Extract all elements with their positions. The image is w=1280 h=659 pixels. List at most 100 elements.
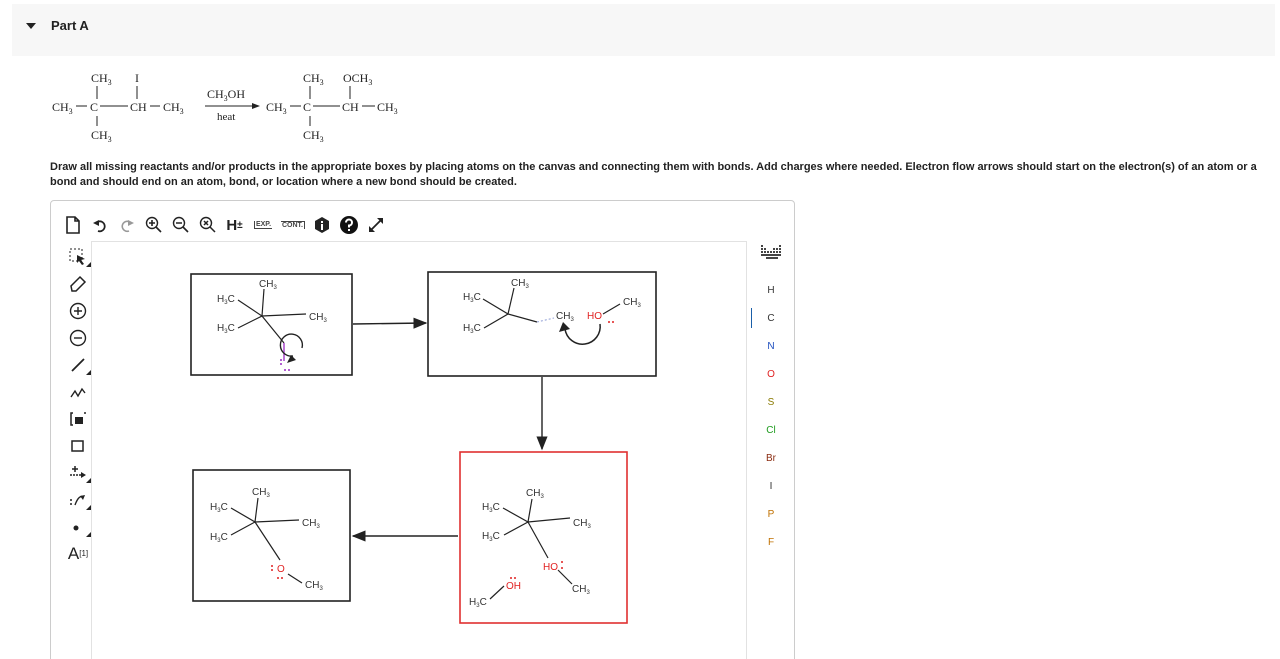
periodic-table-icon[interactable] — [761, 245, 781, 259]
svg-text:CH3: CH3 — [573, 518, 591, 530]
element-button-o[interactable]: O — [767, 368, 775, 380]
svg-text:CH3: CH3 — [163, 100, 184, 116]
box-2[interactable] — [427, 271, 657, 377]
reaction-scheme: CH3 I CH3 C CH CH3 CH3 CH3OH heat CH3 OC… — [52, 71, 398, 144]
svg-text:CH3OH: CH3OH — [207, 87, 245, 103]
svg-text:CH3: CH3 — [526, 488, 544, 500]
svg-text:CH3: CH3 — [91, 71, 112, 87]
reactant-main-c: C — [90, 100, 98, 114]
svg-text:H3C: H3C — [469, 597, 487, 609]
svg-text:CH3: CH3 — [52, 100, 73, 116]
zoom-out-icon[interactable] — [167, 213, 194, 237]
electron-flow-arrow-icon[interactable] — [63, 486, 93, 513]
collapse-triangle-icon[interactable] — [26, 23, 36, 29]
part-header[interactable]: Part A — [12, 4, 1275, 56]
element-button-n[interactable]: N — [767, 340, 775, 352]
rectangle-shape-icon[interactable] — [63, 432, 93, 459]
svg-text:HO: HO — [543, 562, 558, 573]
svg-text:HO: HO — [587, 311, 602, 322]
top-toolbar: H± EXP. CONT. — [59, 213, 389, 237]
svg-text:CH3: CH3 — [302, 518, 320, 530]
svg-text:OH: OH — [506, 581, 521, 592]
product-main-right: CH — [377, 100, 394, 114]
element-button-p[interactable]: P — [767, 508, 775, 520]
svg-text:CH3: CH3 — [556, 311, 574, 323]
new-document-icon[interactable] — [59, 213, 86, 237]
product-top-left: CH — [303, 71, 320, 85]
element-button-h[interactable]: H — [767, 284, 775, 296]
zoom-in-icon[interactable] — [140, 213, 167, 237]
svg-text:OCH3: OCH3 — [343, 71, 372, 87]
atom-label-tool[interactable]: A[1] — [67, 543, 89, 563]
element-button-cl[interactable]: Cl — [766, 424, 776, 436]
reactant-bottom: CH — [91, 128, 108, 142]
reagent-below: heat — [217, 111, 235, 123]
drawing-canvas[interactable]: CH3 H3C H3C CH3 CH3 H3C H3C CH3 HO CH3 — [91, 241, 747, 659]
svg-text:CH3: CH3 — [623, 297, 641, 309]
part-title: Part A — [51, 18, 89, 33]
product-main-c: C — [303, 100, 311, 114]
expand-button[interactable]: EXP. — [253, 221, 273, 229]
svg-text:CH3: CH3 — [309, 312, 327, 324]
element-button-br[interactable]: Br — [766, 452, 776, 464]
svg-text:H3C: H3C — [210, 502, 228, 514]
box-1[interactable] — [190, 273, 353, 376]
info-icon[interactable] — [308, 213, 335, 237]
template-bracket-icon[interactable] — [63, 405, 93, 432]
product-main-ch: CH — [342, 100, 359, 114]
element-button-s[interactable]: S — [767, 396, 775, 408]
svg-text:CH3: CH3 — [91, 128, 112, 144]
mechanism-drawing: CH3 H3C H3C CH3 CH3 H3C H3C CH3 HO CH3 — [190, 271, 657, 624]
explicit-hydrogens-button[interactable]: H± — [226, 216, 243, 234]
zoom-reset-icon[interactable] — [194, 213, 221, 237]
svg-text:H3C: H3C — [463, 323, 481, 335]
left-toolbar: A[1] — [63, 243, 93, 567]
reactant-iodine: I — [135, 71, 139, 85]
selection-tool-icon[interactable] — [63, 243, 93, 270]
reagent-above: CH — [207, 87, 224, 101]
svg-text:CH3: CH3 — [572, 584, 590, 596]
element-button-c[interactable]: C — [751, 304, 791, 332]
negative-charge-icon[interactable] — [63, 324, 93, 351]
svg-text:CH3: CH3 — [305, 580, 323, 592]
svg-text:CH3: CH3 — [303, 128, 324, 144]
svg-text:H3C: H3C — [210, 532, 228, 544]
element-button-i[interactable]: I — [769, 480, 773, 492]
svg-text:H3C: H3C — [217, 294, 235, 306]
svg-text:H3C: H3C — [482, 502, 500, 514]
instructions-text: Draw all missing reactants and/or produc… — [50, 161, 1257, 188]
product-main-left: CH — [266, 100, 283, 114]
element-button-f[interactable]: F — [767, 536, 775, 548]
reactant-main-left: CH — [52, 100, 69, 114]
molecule-editor: H± EXP. CONT. — [50, 200, 795, 659]
svg-text:CH3: CH3 — [252, 487, 270, 499]
svg-text:CH3: CH3 — [377, 100, 398, 116]
eraser-icon[interactable] — [63, 270, 93, 297]
reactant-top-left: CH — [91, 71, 108, 85]
fullscreen-icon[interactable] — [362, 213, 389, 237]
positive-charge-icon[interactable] — [63, 297, 93, 324]
box-3[interactable] — [459, 451, 628, 624]
svg-text:CH3: CH3 — [266, 100, 287, 116]
reaction-arrow-icon[interactable] — [63, 459, 93, 486]
svg-text:CH3: CH3 — [303, 71, 324, 87]
chain-tool-icon[interactable] — [63, 378, 93, 405]
redo-icon[interactable] — [113, 213, 140, 237]
reactant-main-right: CH — [163, 100, 180, 114]
undo-icon[interactable] — [86, 213, 113, 237]
radical-dot-icon[interactable] — [63, 513, 93, 540]
contract-button[interactable]: CONT. — [281, 221, 305, 229]
svg-text:H3C: H3C — [217, 323, 235, 335]
product-top-right: OCH — [343, 71, 369, 85]
help-icon[interactable] — [335, 213, 362, 237]
svg-text:O: O — [277, 564, 285, 575]
box-4[interactable] — [192, 469, 351, 602]
reactant-main-ch: CH — [130, 100, 147, 114]
svg-text:H3C: H3C — [463, 292, 481, 304]
svg-text:H3C: H3C — [482, 531, 500, 543]
single-bond-icon[interactable] — [63, 351, 93, 378]
svg-text:CH3: CH3 — [259, 279, 277, 291]
product-bottom: CH — [303, 128, 320, 142]
